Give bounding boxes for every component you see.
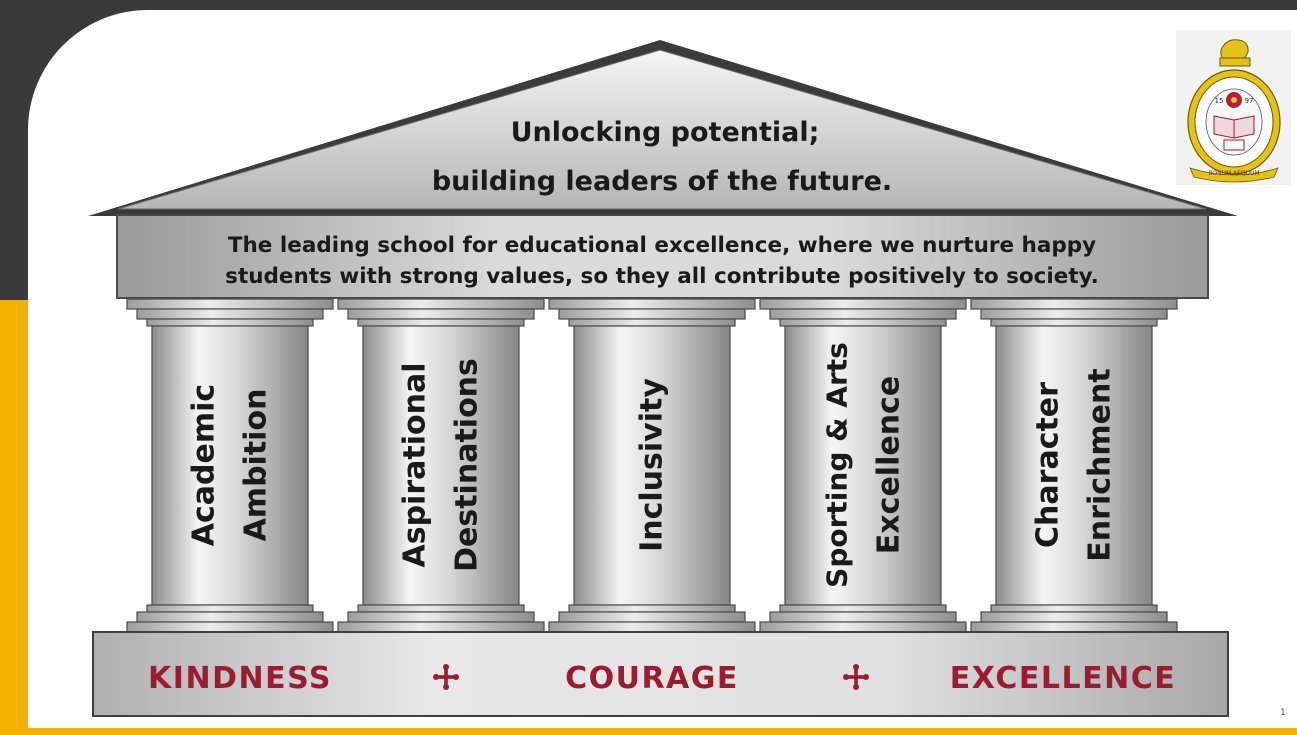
pediment: Unlocking potential; building leaders of… [88,40,1238,216]
pediment-line-1: Unlocking potential; [511,117,820,148]
entablature-line-2: students with strong values, so they all… [225,264,1099,289]
pillar-label: Sporting & Arts [821,342,854,588]
pillar: Inclusivity [548,298,756,633]
value-kindness: KINDNESS [148,661,332,696]
base: KINDNESS COURAGE EXCELLENCE [92,631,1229,717]
logo-motto: BONUM AEQUUM [1208,170,1259,177]
school-crest-icon: 15 97 BONUM AEQUUM [1176,30,1291,185]
pillars: Academic Ambition Aspirational Destinations… [126,298,1178,633]
pillar: Academic Ambition [126,298,334,633]
pediment-line-2: building leaders of the future. [432,166,892,197]
pillar-label: Ambition [239,389,274,542]
value-excellence: EXCELLENCE [950,661,1176,696]
page-number: 1 [1280,708,1286,718]
pillar-label: Aspirational [398,363,433,568]
cross-flourish-icon [843,664,869,690]
pillar-label: Inclusivity [635,378,670,552]
value-courage: COURAGE [565,661,739,696]
pillar-label: Character [1031,382,1066,548]
pillar-label: Destinations [450,358,485,572]
cross-flourish-icon [433,664,459,690]
entablature-line-1: The leading school for educational excel… [228,233,1096,258]
entablature: The leading school for educational excel… [116,214,1209,299]
logo-year-left: 15 [1215,97,1224,105]
pillar: Aspirational Destinations [337,298,545,633]
pillar: Character Enrichment [970,298,1178,633]
pillar: Sporting & Arts Excellence [759,298,967,633]
pillar-label: Excellence [872,376,907,554]
pillar-label: Academic [187,384,222,546]
pillar-label: Enrichment [1083,368,1118,561]
logo-year-right: 97 [1245,97,1254,105]
